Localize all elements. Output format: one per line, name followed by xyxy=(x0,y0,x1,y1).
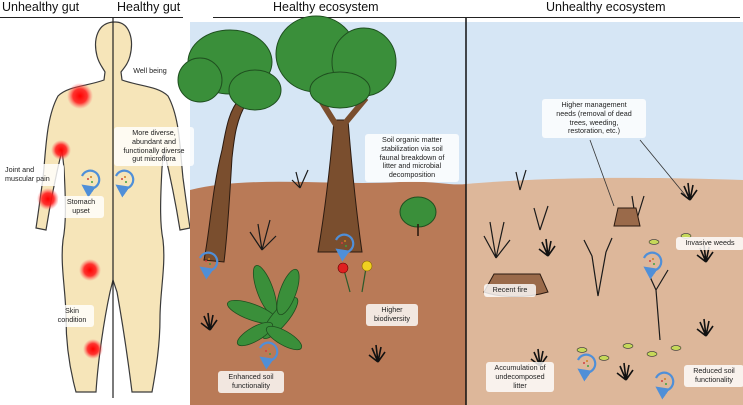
label-higher-biodiversity: Higher biodiversity xyxy=(366,304,418,326)
label-skin-condition: Skin condition xyxy=(50,305,94,327)
label-enhanced-soil-functionality: Enhanced soil functionality xyxy=(218,371,284,393)
header-rule-ecosystem xyxy=(213,17,740,18)
label-recent-fire: Recent fire xyxy=(484,284,536,297)
label-reduced-soil-functionality: Reduced soil functionality xyxy=(684,365,743,387)
fern xyxy=(227,265,303,351)
label-undecomposed-litter: Accumulation of undecomposed litter xyxy=(486,362,554,393)
header-unhealthy-ecosystem: Unhealthy ecosystem xyxy=(546,0,666,14)
label-invasive-weeds: Invasive weeds xyxy=(676,237,743,250)
header-rule-gut xyxy=(0,17,183,18)
label-joint-pain: Joint and muscular pain xyxy=(2,164,64,186)
header-healthy-gut: Healthy gut xyxy=(117,0,181,14)
label-stomach-upset: Stomach upset xyxy=(58,196,104,218)
header-unhealthy-gut: Unhealthy gut xyxy=(2,0,80,14)
label-soil-organic-matter: Soil organic matter stabilization via so… xyxy=(365,134,459,182)
pain-spots xyxy=(37,83,103,359)
label-management-needs: Higher management needs (removal of dead… xyxy=(542,99,646,139)
label-well-being: Well being xyxy=(133,66,167,75)
flowers xyxy=(337,260,373,293)
label-diverse-microflora: More diverse, abundant and functionally … xyxy=(114,127,194,167)
header-healthy-ecosystem: Healthy ecosystem xyxy=(273,0,379,14)
healthy-trees xyxy=(177,15,437,263)
unhealthy-plants xyxy=(483,169,669,341)
